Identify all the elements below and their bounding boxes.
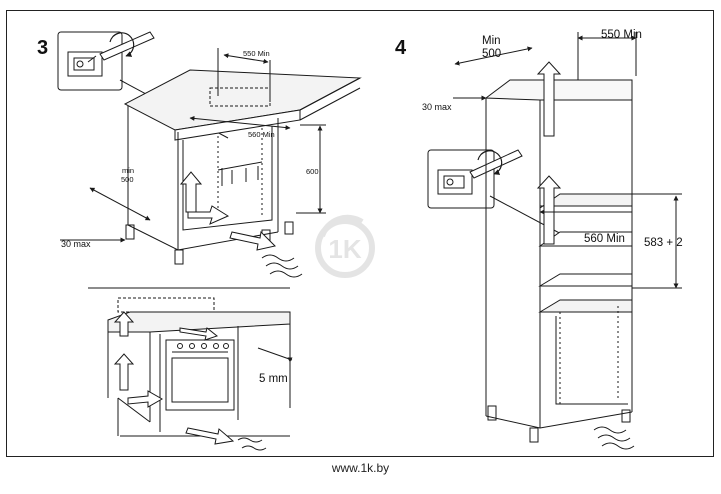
figure-3-dimensions [60,48,326,243]
figure-4-height-label: 583 + 2 [644,237,683,249]
oven-under-worktop-view [88,287,293,451]
watermark-logo-text: 1K [328,234,361,264]
watermark-url: www.1k.by [331,461,390,475]
figure-4-step-number: 4 [395,37,407,59]
tall-column-cabinet [484,79,635,450]
watermark-logo: 1K [315,214,375,278]
figure-4-min-label-line1: Min [482,35,501,47]
airflow-arrows-2 [536,61,562,245]
figure-3-min-label-line2: 500 [121,175,134,184]
figure-3-opening-label: 560 Min [248,130,275,139]
figure-4-depth-label: 550 Min [601,29,642,41]
figure-4: 4 [395,29,683,450]
airflow-arrows [179,171,303,278]
figure-3-step-number: 3 [37,37,48,59]
figure-3: 3 [37,31,362,451]
figure-4-max-label: 30 max [422,102,452,112]
figure-4-dimensions [453,32,682,289]
figure-4-min-label-line2: 500 [482,48,501,60]
figure-4-opening-label: 560 Min [584,233,625,245]
screwdriver-inset-icon-2 [427,149,581,245]
diagram-frame [6,10,714,457]
worktop [123,69,362,141]
figure-3-gap-label: 5 mm [259,373,288,385]
figure-3-depth-label: 550 Min [243,49,270,58]
figure-3-min-label-line1: min [122,166,134,175]
figure-3-height-label: 600 [306,167,319,176]
figure-3-max-label: 30 max [61,239,91,249]
